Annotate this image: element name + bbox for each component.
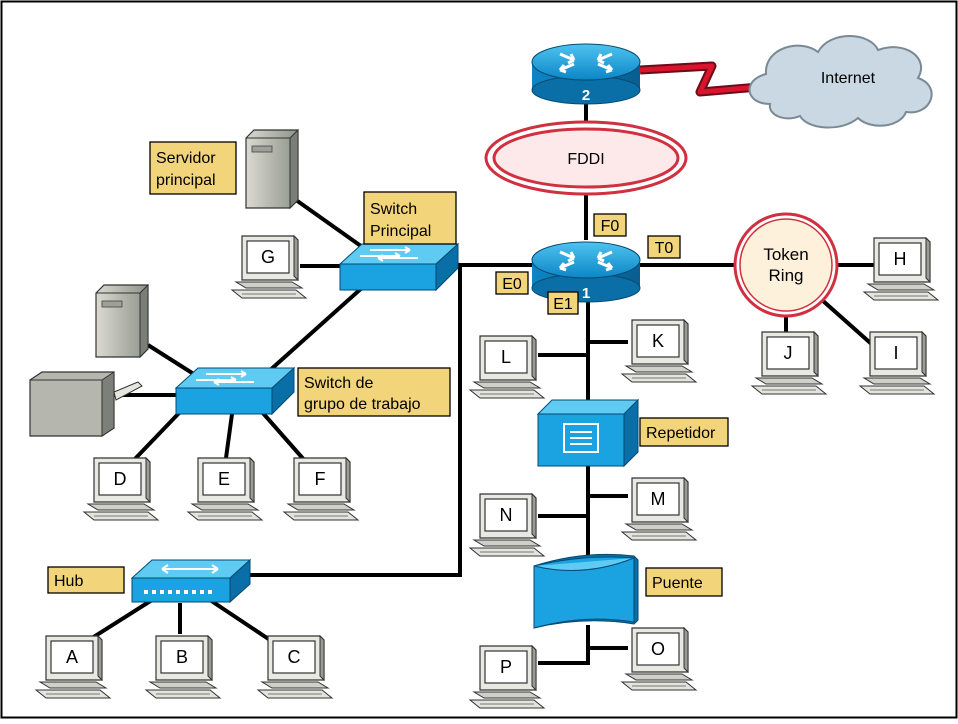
main-switch-icon bbox=[338, 242, 460, 292]
pc-p: P bbox=[469, 645, 545, 709]
svg-text:Hub: Hub bbox=[54, 573, 83, 590]
pc-m: M bbox=[621, 477, 697, 541]
pc-b: B bbox=[145, 635, 221, 699]
router-2: 2 bbox=[531, 43, 641, 105]
fddi-label: FDDI bbox=[567, 151, 604, 168]
svg-text:A: A bbox=[66, 647, 78, 667]
svg-text:J: J bbox=[784, 343, 793, 363]
pc-d: D bbox=[83, 457, 159, 521]
printer-icon bbox=[29, 371, 143, 437]
group-server-icon bbox=[95, 283, 149, 359]
hub-icon bbox=[130, 558, 252, 604]
repeater-icon bbox=[536, 398, 640, 468]
tag-repetidor: Repetidor bbox=[639, 417, 729, 447]
pc-j: J bbox=[751, 331, 827, 395]
svg-text:principal: principal bbox=[156, 172, 216, 189]
pc-l: L bbox=[469, 335, 545, 399]
svg-text:B: B bbox=[176, 647, 188, 667]
pc-k: K bbox=[621, 319, 697, 383]
svg-text:N: N bbox=[500, 505, 513, 525]
tag-switch-grupo: Switch de grupo de trabajo bbox=[297, 367, 451, 417]
svg-text:G: G bbox=[261, 247, 275, 267]
pc-g: G bbox=[231, 235, 307, 299]
svg-text:Servidor: Servidor bbox=[156, 150, 216, 167]
pc-i: I bbox=[859, 331, 935, 395]
svg-text:grupo de trabajo: grupo de trabajo bbox=[304, 396, 421, 413]
svg-text:Switch: Switch bbox=[370, 201, 417, 218]
svg-text:Principal: Principal bbox=[370, 223, 431, 240]
svg-text:F0: F0 bbox=[601, 218, 620, 235]
svg-text:M: M bbox=[651, 489, 666, 509]
svg-text:T0: T0 bbox=[655, 240, 674, 257]
router-2-number: 2 bbox=[582, 87, 590, 104]
pc-c: C bbox=[257, 635, 333, 699]
port-tag-e0: E0 bbox=[495, 271, 529, 295]
bridge-icon bbox=[533, 553, 639, 629]
svg-text:D: D bbox=[114, 469, 127, 489]
svg-text:Repetidor: Repetidor bbox=[646, 425, 716, 442]
token-ring: Token Ring bbox=[733, 212, 839, 318]
svg-text:I: I bbox=[893, 343, 898, 363]
svg-text:E1: E1 bbox=[553, 296, 573, 313]
token-ring-label-1: Token bbox=[763, 245, 808, 264]
port-tag-e1: E1 bbox=[547, 291, 579, 315]
pc-e: E bbox=[187, 457, 263, 521]
pc-f: F bbox=[283, 457, 359, 521]
fddi-ring: FDDI bbox=[484, 120, 688, 196]
port-tag-t0: T0 bbox=[647, 235, 681, 259]
pc-o: O bbox=[621, 627, 697, 691]
tag-hub: Hub bbox=[47, 566, 125, 594]
pc-n: N bbox=[469, 493, 545, 557]
network-links bbox=[90, 61, 878, 665]
main-server-icon bbox=[245, 128, 299, 210]
tag-puente: Puente bbox=[645, 567, 723, 597]
svg-text:L: L bbox=[501, 347, 511, 367]
internet-label: Internet bbox=[821, 70, 876, 87]
wan-link bbox=[639, 63, 771, 95]
svg-text:F: F bbox=[315, 469, 326, 489]
router-1-number: 1 bbox=[582, 285, 590, 302]
svg-text:Puente: Puente bbox=[652, 575, 703, 592]
port-tag-f0: F0 bbox=[593, 213, 627, 237]
internet-cloud-icon: Internet bbox=[748, 35, 933, 129]
workgroup-switch-icon bbox=[174, 366, 296, 416]
pc-a: A bbox=[35, 635, 111, 699]
svg-text:K: K bbox=[652, 331, 664, 351]
router-arrows-icon bbox=[558, 250, 614, 272]
tag-servidor-principal: Servidor principal bbox=[149, 141, 237, 195]
svg-text:O: O bbox=[651, 639, 665, 659]
svg-text:Switch de: Switch de bbox=[304, 375, 373, 392]
router-arrows-icon bbox=[558, 52, 614, 74]
tag-switch-principal: Switch Principal bbox=[363, 191, 457, 245]
token-ring-label-2: Ring bbox=[769, 266, 804, 285]
svg-text:C: C bbox=[288, 647, 301, 667]
svg-text:P: P bbox=[500, 657, 512, 677]
svg-text:E0: E0 bbox=[502, 276, 522, 293]
pc-h: H bbox=[863, 237, 939, 301]
svg-text:H: H bbox=[894, 249, 907, 269]
svg-text:E: E bbox=[218, 469, 230, 489]
